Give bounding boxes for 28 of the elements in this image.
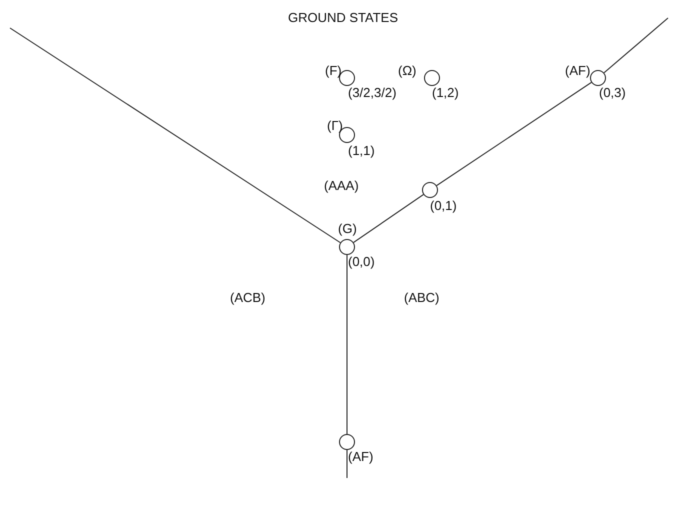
- circle-marker: [590, 70, 606, 86]
- circle-marker: [339, 239, 355, 255]
- diagram-title: GROUND STATES: [286, 10, 400, 25]
- state-label: (1,1): [348, 143, 375, 158]
- state-label: (0,1): [430, 198, 457, 213]
- phase-boundary-line: [436, 82, 592, 186]
- circle-marker: [422, 182, 438, 198]
- phase-label: (AAA): [324, 178, 359, 193]
- phase-label: (ABC): [404, 290, 440, 305]
- state-label: (1,2): [432, 85, 459, 100]
- phase-boundary-line: [604, 18, 668, 74]
- circle-marker: [339, 70, 355, 86]
- phase-boundary-line: [346, 450, 348, 478]
- state-label: (3/2,3/2): [348, 85, 396, 100]
- state-label: (Γ): [327, 118, 343, 133]
- phase-boundary-line: [346, 254, 348, 434]
- phase-label: (ACB): [230, 290, 266, 305]
- state-label: (AF): [565, 63, 590, 78]
- circle-marker: [339, 434, 355, 450]
- state-label: (F): [325, 63, 342, 78]
- phase-boundary-line: [353, 194, 424, 243]
- state-label: (G): [338, 221, 357, 236]
- phase-boundary-line: [10, 28, 341, 244]
- circle-marker: [424, 70, 440, 86]
- state-label: (AF): [348, 449, 374, 464]
- state-label: (0,0): [348, 254, 375, 269]
- state-label: (0,3): [599, 85, 626, 100]
- state-label: (Ω): [398, 63, 416, 78]
